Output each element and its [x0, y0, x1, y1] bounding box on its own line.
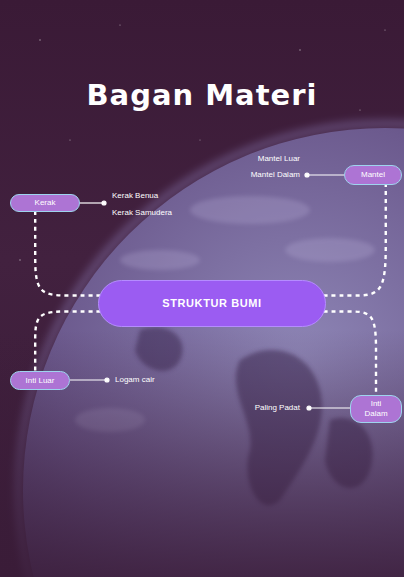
- leader-dot: [105, 378, 109, 382]
- dashed-connector: [35, 312, 100, 372]
- diagram-title: Bagan Materi: [0, 78, 404, 112]
- leader-line: [80, 202, 103, 203]
- dashed-connector: [35, 212, 100, 296]
- leader-lines: [70, 173, 350, 410]
- leader-dot: [102, 201, 106, 205]
- node-text: Inti Luar: [26, 376, 55, 386]
- dashed-connector: [324, 185, 386, 296]
- layer-label: Kerak Samudera: [112, 208, 172, 218]
- layer-pill: Inti Dalam: [350, 395, 402, 423]
- dashed-connector: [324, 312, 376, 396]
- node-text: Mantel: [361, 170, 385, 180]
- central-pill: STRUKTUR BUMI: [98, 280, 326, 327]
- layer-label: Kerak Benua: [112, 191, 158, 201]
- layer-pill: Kerak: [10, 194, 80, 212]
- node-text: Kerak: [35, 198, 56, 208]
- layer-label: Logam cair: [115, 375, 155, 385]
- node-text: Inti Dalam: [361, 399, 391, 419]
- layer-pill: Mantel: [344, 165, 402, 185]
- layer-label: Mantel Dalam: [251, 170, 300, 180]
- leader-line: [310, 407, 350, 408]
- leader-line: [70, 379, 106, 380]
- leader-dot: [307, 406, 311, 410]
- layer-pill: Inti Luar: [10, 371, 70, 390]
- node-text: STRUKTUR BUMI: [162, 297, 261, 310]
- layer-label: Mantel Luar: [258, 154, 300, 164]
- leader-dot: [305, 173, 309, 177]
- leader-line: [308, 174, 344, 175]
- layer-label: Paling Padat: [255, 403, 300, 413]
